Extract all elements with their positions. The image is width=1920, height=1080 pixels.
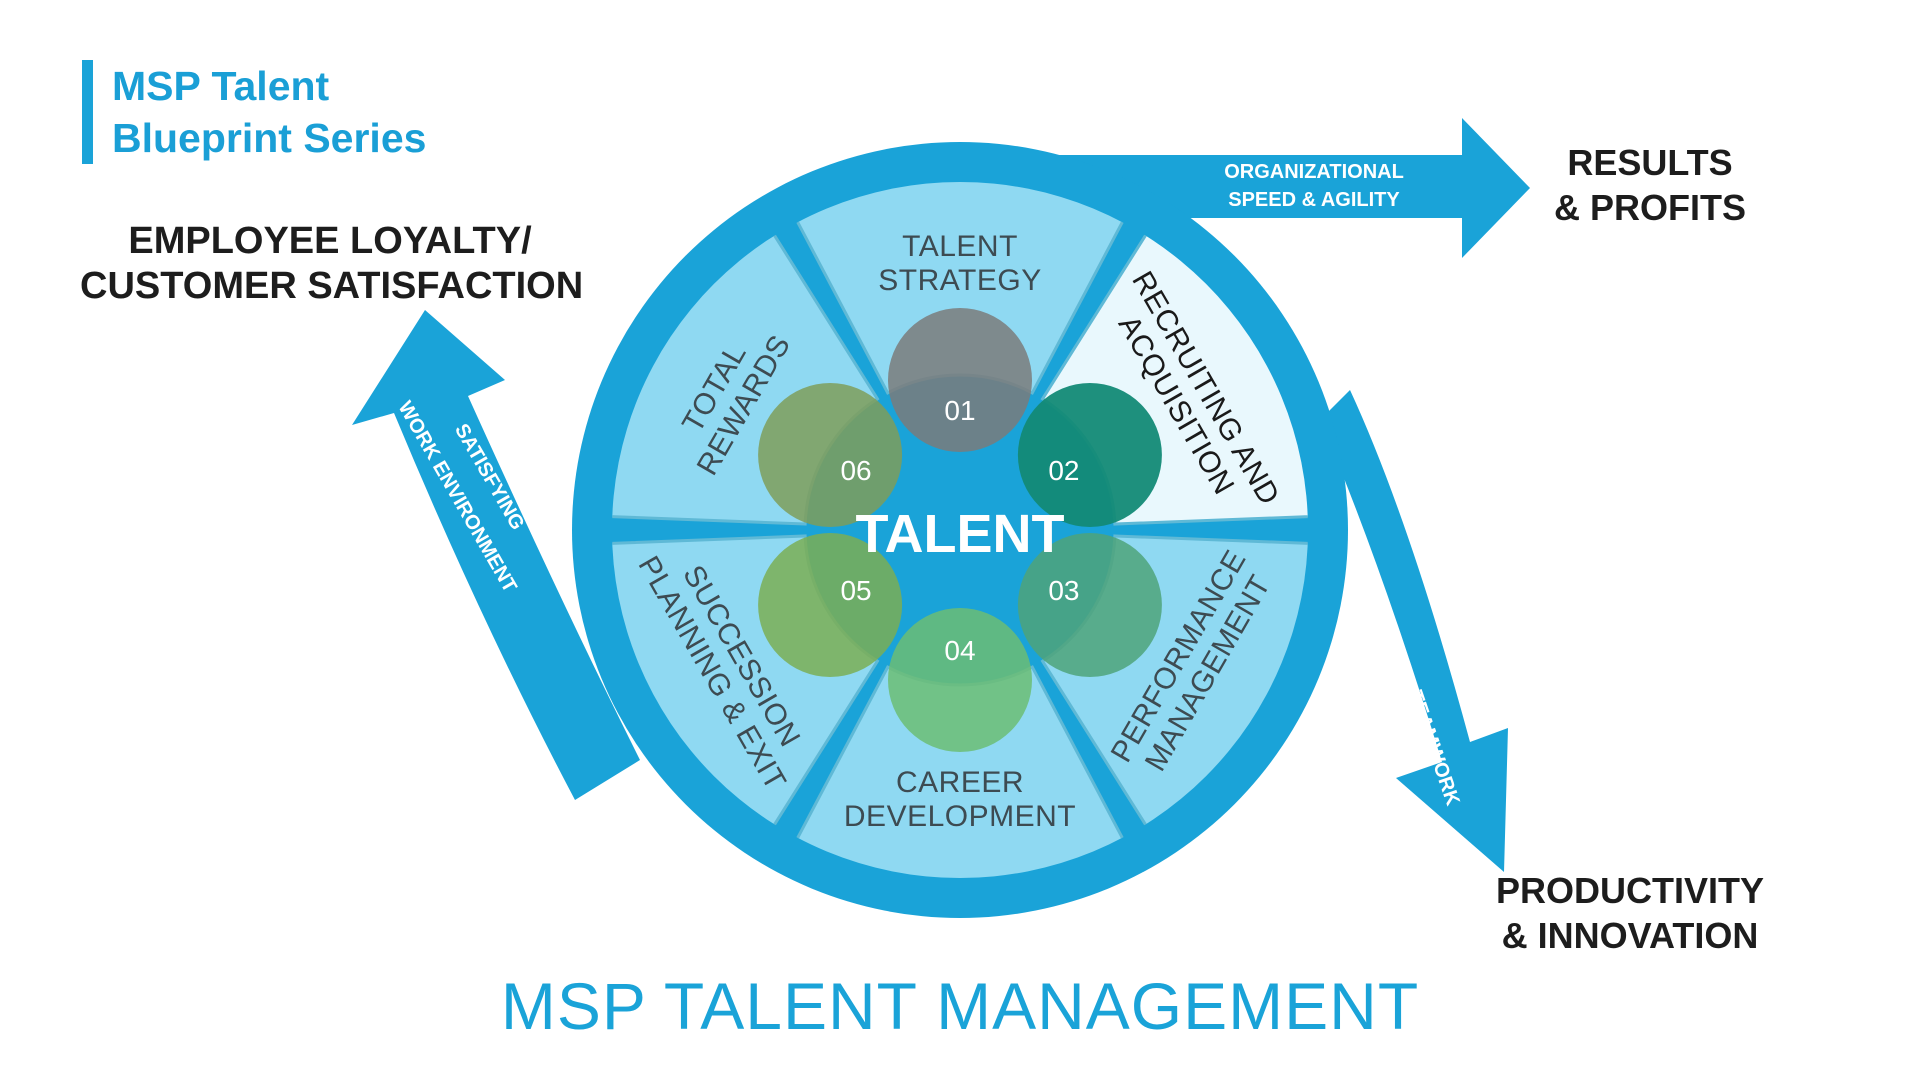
outcome-loyalty-line-1: EMPLOYEE LOYALTY/ xyxy=(128,220,532,262)
outcome-productivity: PRODUCTIVITY & INNOVATION xyxy=(1480,868,1780,958)
outcome-productivity-line-1: PRODUCTIVITY xyxy=(1495,870,1764,911)
outcome-results: RESULTS & PROFITS xyxy=(1530,140,1770,230)
arrow-teamwork-shape xyxy=(1320,390,1508,872)
brand-line-2: Blueprint Series xyxy=(112,115,427,161)
outcome-productivity-line-2: & INNOVATION xyxy=(1501,915,1759,956)
node-number-04: 04 xyxy=(944,635,975,666)
node-number-02: 02 xyxy=(1048,455,1079,486)
node-04 xyxy=(888,608,1032,752)
outcome-loyalty-line-2: CUSTOMER SATISFACTION xyxy=(80,265,584,307)
main-title: MSP TALENT MANAGEMENT xyxy=(500,969,1420,1043)
node-05 xyxy=(758,533,903,677)
center-label: TALENT xyxy=(856,504,1065,564)
arrow-agility-line-1: ORGANIZATIONAL xyxy=(1224,161,1404,183)
node-number-06: 06 xyxy=(840,455,871,486)
segment-label-04-line-2: DEVELOPMENT xyxy=(844,800,1076,833)
segment-label-01-line-1: TALENT xyxy=(902,230,1018,263)
node-06 xyxy=(758,383,903,527)
nodes-layer: 01 02 03 04 05 06 xyxy=(758,308,1162,752)
arrow-agility-line-2: SPEED & AGILITY xyxy=(1228,189,1400,211)
node-01 xyxy=(888,308,1032,452)
series-brand: MSP Talent Blueprint Series xyxy=(82,60,426,164)
node-02 xyxy=(1017,383,1162,527)
outcome-loyalty: EMPLOYEE LOYALTY/ CUSTOMER SATISFACTION xyxy=(80,219,584,309)
segment-label-04-line-1: CAREER xyxy=(896,766,1024,799)
segment-label-01-line-2: STRATEGY xyxy=(878,264,1041,297)
outcome-results-line-1: RESULTS xyxy=(1567,142,1733,183)
arrow-teamwork: TEAMWORK xyxy=(1320,390,1508,872)
brand-line-1: MSP Talent xyxy=(112,63,330,109)
node-number-03: 03 xyxy=(1048,575,1079,606)
arrow-environment-shape xyxy=(352,310,640,800)
arrow-agility-shape xyxy=(1000,118,1530,258)
node-number-05: 05 xyxy=(840,575,871,606)
node-number-01: 01 xyxy=(944,395,975,426)
arrow-agility: ORGANIZATIONAL SPEED & AGILITY xyxy=(1000,118,1530,258)
node-03 xyxy=(1017,533,1162,677)
outcome-results-line-2: & PROFITS xyxy=(1553,187,1746,228)
